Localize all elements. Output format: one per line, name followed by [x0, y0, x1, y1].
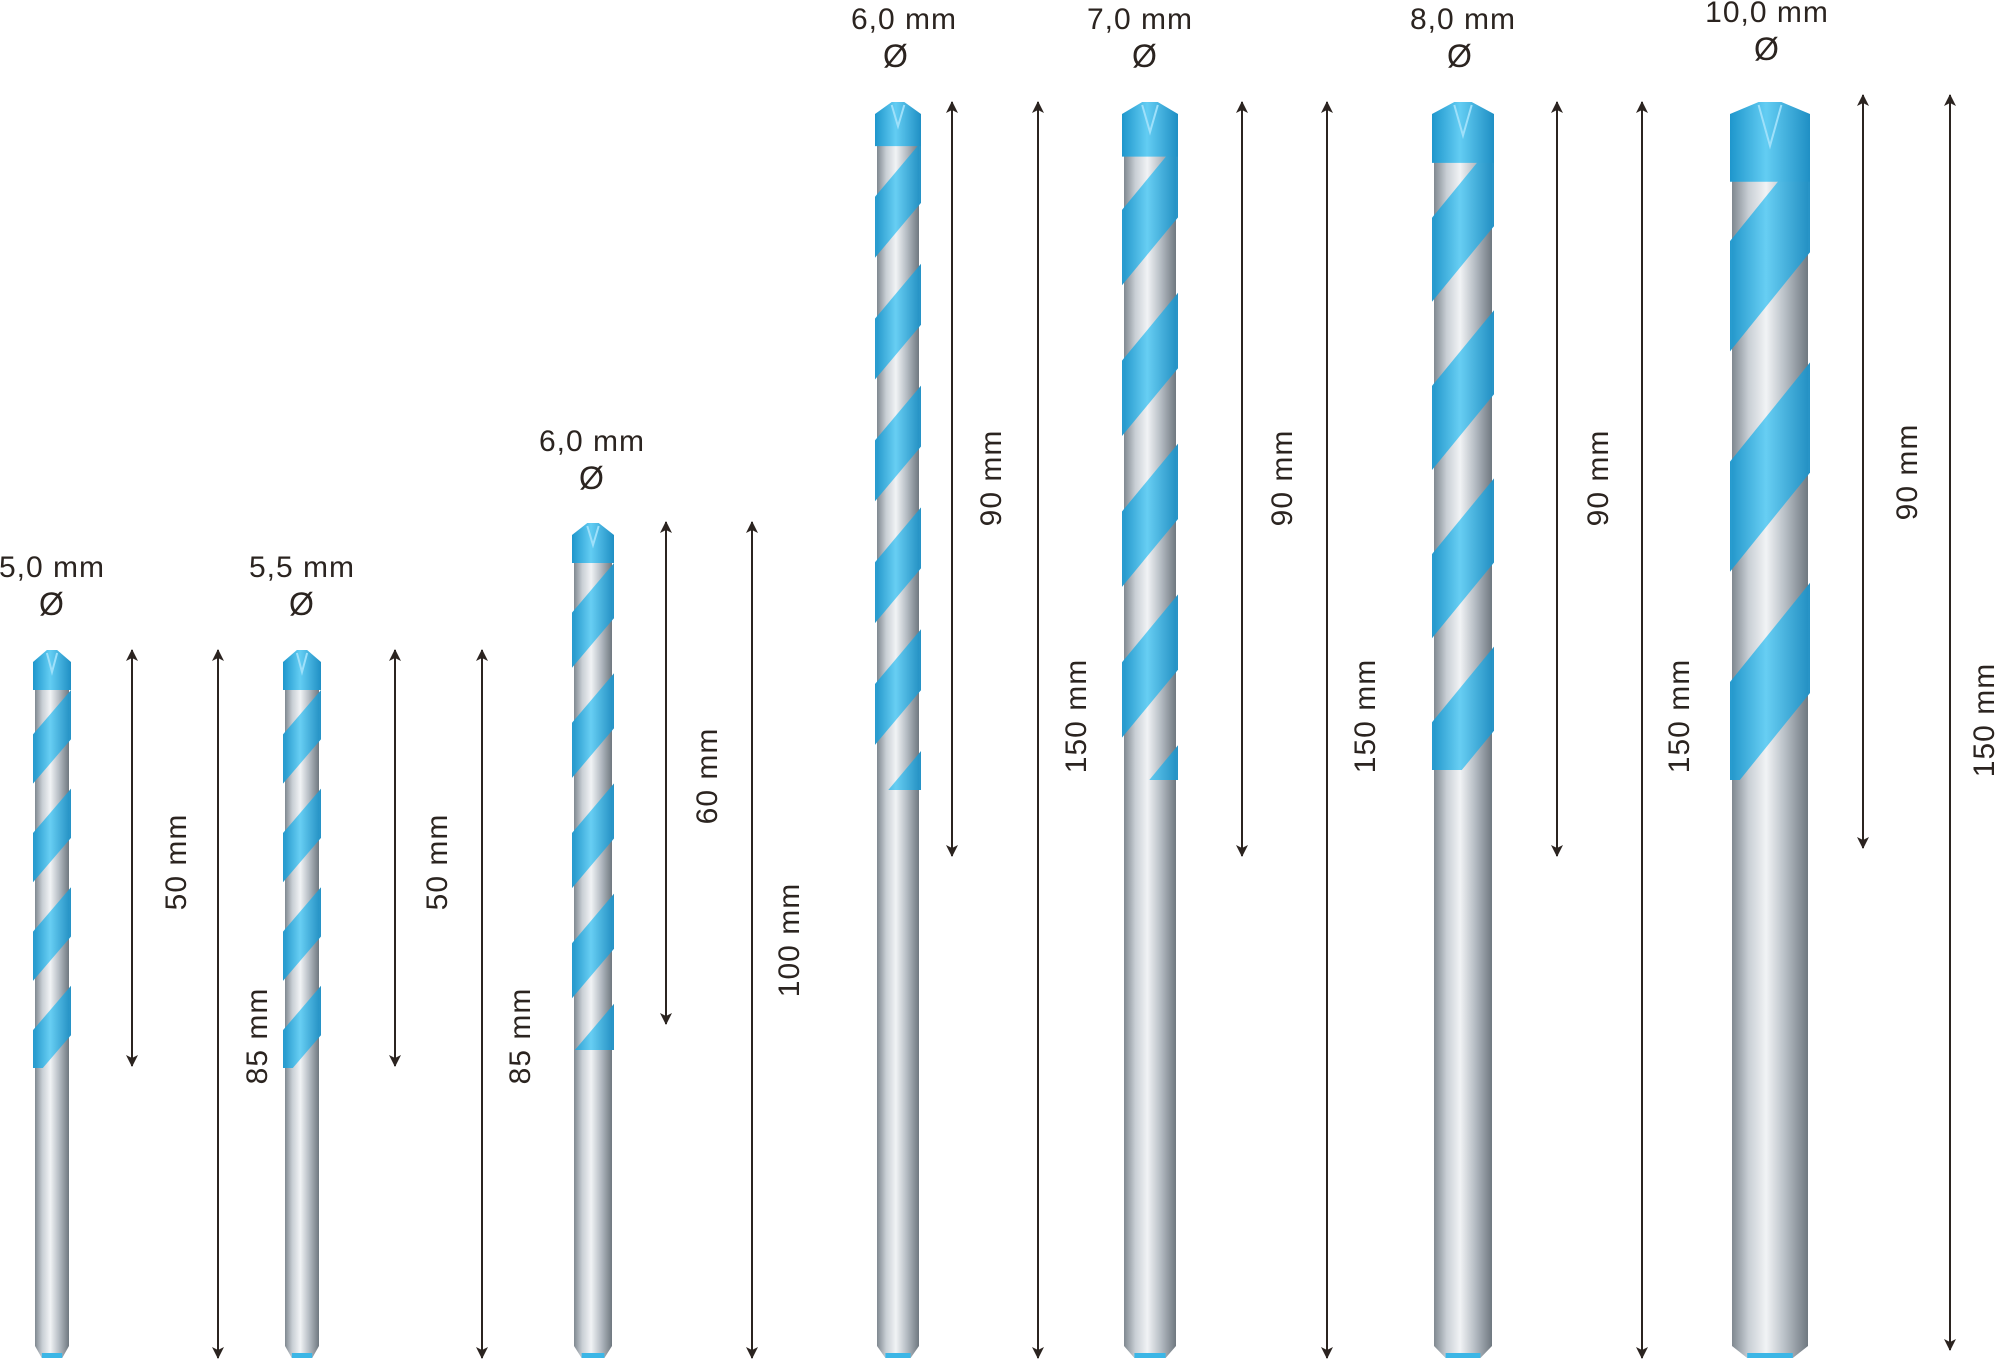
bit-2-tip-edge — [295, 652, 309, 676]
bit-5-total-length-label: 150 mm — [1349, 658, 1382, 774]
bit-5-shank-end — [1134, 1353, 1166, 1358]
bit-3-total-length-label: 100 mm — [773, 882, 806, 998]
bit-5-flutes — [1122, 142, 1178, 780]
bit-3-shank-end — [581, 1353, 605, 1358]
drill-bit-1 — [33, 650, 71, 1358]
bit-6-total-length-label: 150 mm — [1663, 658, 1696, 774]
bit-1-tip-edge — [45, 652, 59, 676]
bit-1-total-length-label: 85 mm — [241, 987, 274, 1085]
drill-bit-5 — [1122, 102, 1178, 1358]
bit-2-diameter-symbol: Ø — [289, 586, 315, 622]
bit-2-shank-end — [291, 1353, 313, 1358]
bit-1-working-length-label: 50 mm — [160, 813, 193, 911]
bit-4-shank-end — [885, 1353, 911, 1358]
bit-7-tip-edge — [1757, 104, 1783, 150]
drill-bit-6 — [1432, 102, 1494, 1358]
bit-6-flutes — [1432, 142, 1494, 770]
bit-5-shank — [1124, 130, 1176, 1358]
bit-4-diameter-symbol: Ø — [883, 38, 909, 74]
drill-bit-7 — [1730, 102, 1810, 1358]
bit-1-diameter-label: 5,0 mm — [0, 551, 106, 584]
drill-bit-3 — [572, 523, 614, 1358]
bit-5-diameter-label: 7,0 mm — [1086, 3, 1194, 36]
bit-7-dimension-arrows — [1857, 94, 1956, 1351]
bit-5-working-length-label: 90 mm — [1266, 429, 1299, 527]
bit-3-dimension-arrows — [660, 521, 758, 1359]
bit-3-flutes — [572, 563, 614, 1050]
bit-5-tip-edge — [1141, 104, 1159, 136]
bit-6-diameter-label: 8,0 mm — [1409, 3, 1517, 36]
bit-7-diameter-label: 10,0 mm — [1705, 0, 1829, 29]
bit-2-total-length-label: 85 mm — [504, 987, 537, 1085]
bit-6-shank-end — [1445, 1353, 1481, 1358]
drill-bit-2 — [283, 650, 321, 1358]
bit-5-dimension-arrows — [1236, 101, 1333, 1359]
bit-4-total-length-label: 150 mm — [1060, 658, 1093, 774]
bit-6-tip-edge — [1453, 104, 1473, 140]
bit-4-flutes — [875, 142, 921, 790]
bit-6-working-length-label: 90 mm — [1582, 429, 1615, 527]
bit-1-flutes — [33, 690, 71, 1068]
bit-4-diameter-label: 6,0 mm — [850, 3, 958, 36]
bit-3-tip-edge — [586, 525, 600, 549]
bit-1-shank-end — [41, 1353, 63, 1358]
bit-7-working-length-label: 90 mm — [1891, 423, 1924, 521]
bit-2-diameter-label: 5,5 mm — [248, 551, 356, 584]
bit-7-carbide-tip — [1730, 102, 1810, 182]
bit-6-diameter-symbol: Ø — [1447, 38, 1473, 74]
bit-7-flutes — [1730, 142, 1810, 780]
bit-7-diameter-symbol: Ø — [1754, 31, 1780, 67]
bit-7-total-length-label: 150 mm — [1968, 662, 2000, 778]
bit-1-dimension-arrows — [126, 649, 224, 1359]
bit-2-dimension-arrows — [389, 649, 488, 1359]
bit-5-diameter-symbol: Ø — [1132, 38, 1158, 74]
bit-4-working-length-label: 90 mm — [975, 429, 1008, 527]
bit-6-dimension-arrows — [1551, 101, 1648, 1359]
bit-7-shank-end — [1747, 1353, 1793, 1358]
bit-4-tip-edge — [890, 104, 906, 130]
bit-3-diameter-symbol: Ø — [579, 460, 605, 496]
bit-1-diameter-symbol: Ø — [39, 586, 65, 622]
bit-3-working-length-label: 60 mm — [691, 727, 724, 825]
drill-bit-4 — [875, 102, 921, 1358]
bit-2-working-length-label: 50 mm — [421, 813, 454, 911]
bit-2-flutes — [283, 690, 321, 1068]
bit-4-dimension-arrows — [946, 101, 1044, 1359]
bit-3-diameter-label: 6,0 mm — [538, 425, 646, 458]
